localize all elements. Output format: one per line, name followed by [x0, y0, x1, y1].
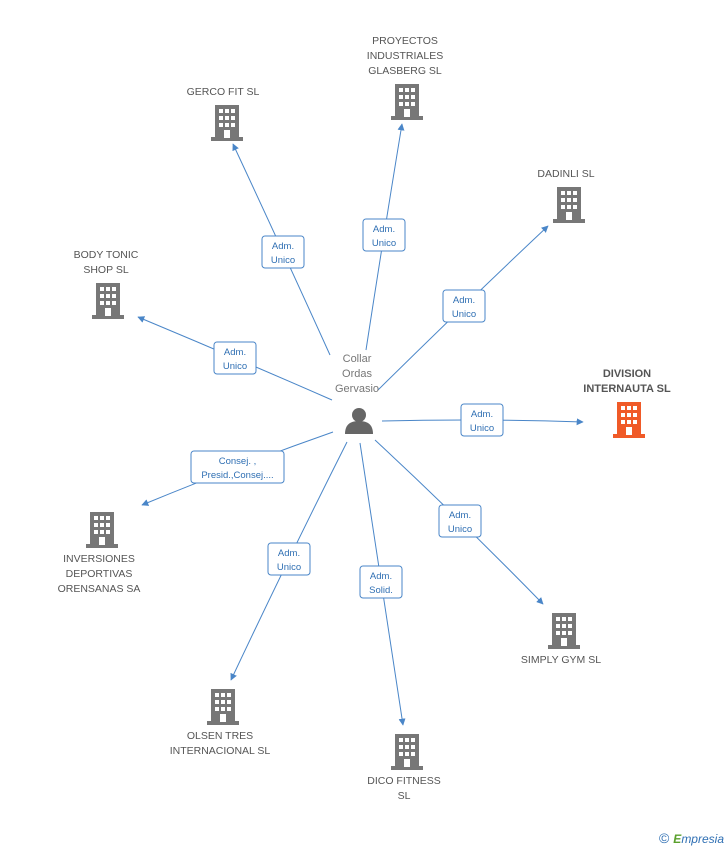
- company-node-division[interactable]: DIVISION INTERNAUTA SL: [583, 368, 671, 438]
- role-text-line: Adm.: [449, 510, 471, 521]
- role-text-line: Adm.: [224, 347, 246, 358]
- company-label-line: SHOP SL: [83, 264, 128, 276]
- company-node-simply[interactable]: SIMPLY GYM SL: [521, 613, 601, 666]
- role-badge-division[interactable]: Adm. Unico: [460, 403, 504, 437]
- building-icon: [613, 402, 645, 438]
- role-text-line: Unico: [223, 361, 247, 372]
- role-badge-box: [190, 450, 285, 484]
- center-name-line: Collar: [343, 353, 372, 365]
- building-icon: [548, 613, 580, 649]
- company-node-dico[interactable]: DICO FITNESS SL: [367, 734, 441, 802]
- person-icon: [345, 408, 373, 434]
- center-person[interactable]: Collar Ordas Gervasio: [335, 353, 379, 434]
- building-icon: [391, 734, 423, 770]
- role-text-line: Consej. ,: [219, 456, 257, 467]
- company-label-line: INDUSTRIALES: [367, 50, 443, 62]
- company-label-line: OLSEN TRES: [187, 730, 253, 742]
- center-name-line: Ordas: [342, 368, 372, 380]
- footer-brand: ©Empresia: [659, 830, 724, 846]
- company-node-bodytonic[interactable]: BODY TONIC SHOP SL: [74, 249, 139, 319]
- role-text-line: Solid.: [369, 585, 393, 596]
- role-badge-box: [438, 504, 482, 538]
- role-text-line: Presid.,Consej....: [201, 470, 273, 481]
- brand-name: mpresia: [681, 832, 724, 846]
- role-text-line: Unico: [372, 238, 396, 249]
- building-icon: [553, 187, 585, 223]
- role-badge-box: [362, 218, 406, 252]
- role-badge-dico[interactable]: Adm. Solid.: [359, 565, 403, 599]
- role-text-line: Unico: [277, 562, 301, 573]
- company-label-line: GERCO FIT SL: [187, 86, 260, 98]
- company-label-line: INTERNAUTA SL: [583, 383, 671, 395]
- company-label-line: SIMPLY GYM SL: [521, 654, 601, 666]
- company-node-olsen[interactable]: OLSEN TRES INTERNACIONAL SL: [170, 689, 271, 757]
- role-text-line: Adm.: [272, 241, 294, 252]
- building-icon: [92, 283, 124, 319]
- company-label-line: DADINLI SL: [537, 168, 594, 180]
- company-node-dadinli[interactable]: DADINLI SL: [537, 168, 595, 223]
- building-icon: [391, 84, 423, 120]
- building-icon: [86, 512, 118, 548]
- role-badge-olsen[interactable]: Adm. Unico: [267, 542, 311, 576]
- role-badge-box: [442, 289, 486, 323]
- company-label-line: PROYECTOS: [372, 35, 438, 47]
- role-badge-box: [460, 403, 504, 437]
- role-badge-gerco[interactable]: Adm. Unico: [261, 235, 305, 269]
- role-badge-box: [359, 565, 403, 599]
- company-label-line: DIVISION: [603, 368, 651, 380]
- role-badge-simply[interactable]: Adm. Unico: [438, 504, 482, 538]
- role-text-line: Adm.: [373, 224, 395, 235]
- role-text-line: Unico: [470, 423, 494, 434]
- role-badge-inversiones[interactable]: Consej. , Presid.,Consej....: [190, 450, 285, 484]
- role-text-line: Unico: [452, 309, 476, 320]
- role-badge-box: [267, 542, 311, 576]
- role-text-line: Adm.: [370, 571, 392, 582]
- role-badge-box: [261, 235, 305, 269]
- role-badge-dadinli[interactable]: Adm. Unico: [442, 289, 486, 323]
- company-label-line: SL: [398, 790, 411, 802]
- company-label-line: INTERNACIONAL SL: [170, 745, 271, 757]
- role-text-line: Unico: [271, 255, 295, 266]
- building-icon: [207, 689, 239, 725]
- copyright-symbol: ©: [658, 830, 670, 846]
- company-label-line: DICO FITNESS: [367, 775, 441, 787]
- brand-initial: E: [673, 832, 682, 846]
- company-label-line: ORENSANAS SA: [58, 583, 141, 595]
- company-label-line: BODY TONIC: [74, 249, 139, 261]
- company-label-line: DEPORTIVAS: [66, 568, 133, 580]
- role-text-line: Adm.: [453, 295, 475, 306]
- company-node-inversiones[interactable]: INVERSIONES DEPORTIVAS ORENSANAS SA: [58, 512, 141, 595]
- company-label-line: GLASBERG SL: [368, 65, 442, 77]
- role-badge-proyectos[interactable]: Adm. Unico: [362, 218, 406, 252]
- role-badge-box: [213, 341, 257, 375]
- company-node-gerco[interactable]: GERCO FIT SL: [187, 86, 260, 141]
- role-text-line: Adm.: [278, 548, 300, 559]
- role-badge-bodytonic[interactable]: Adm. Unico: [213, 341, 257, 375]
- center-name-line: Gervasio: [335, 383, 379, 395]
- company-label-line: INVERSIONES: [63, 553, 135, 565]
- role-text-line: Adm.: [471, 409, 493, 420]
- role-text-line: Unico: [448, 524, 472, 535]
- company-node-proyectos[interactable]: PROYECTOS INDUSTRIALES GLASBERG SL: [367, 35, 443, 120]
- building-icon: [211, 105, 243, 141]
